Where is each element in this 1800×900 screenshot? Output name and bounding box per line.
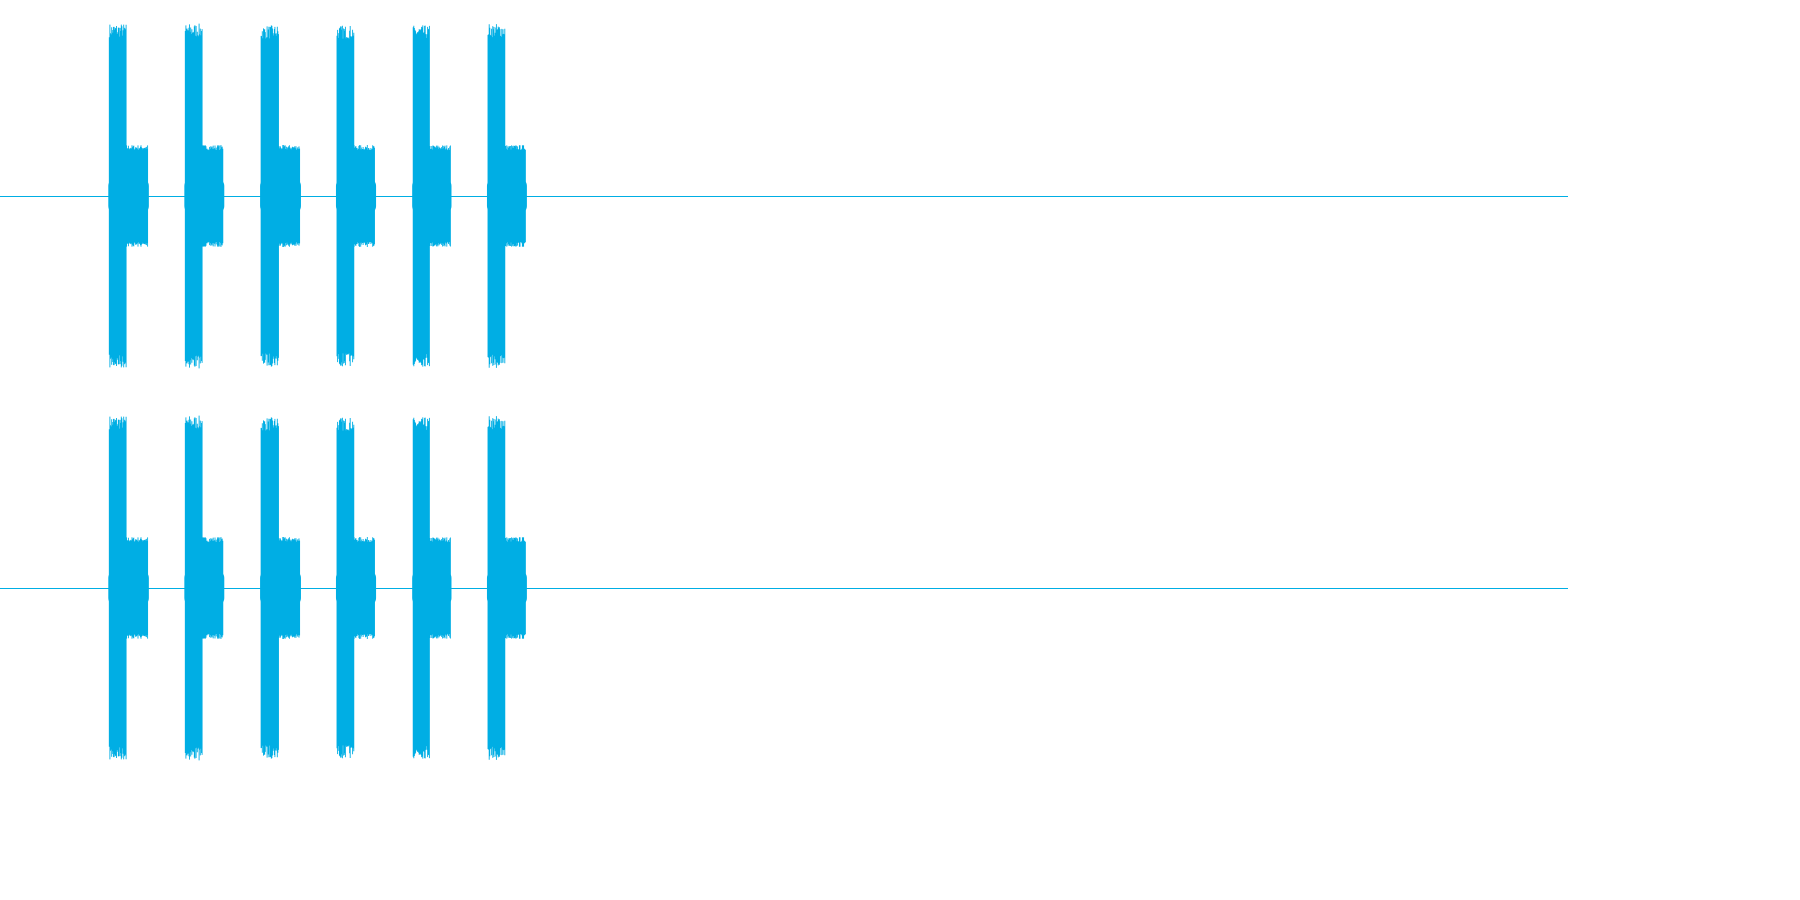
channel-2-waveform <box>0 415 1568 761</box>
channel-2-burst-6 <box>486 416 527 760</box>
channel-1-burst-1 <box>108 24 149 368</box>
channel-1-burst-3-core <box>260 178 301 214</box>
channel-2-burst-5-core <box>412 570 452 606</box>
channel-1-burst-4 <box>335 25 377 367</box>
channel-2-burst-1 <box>108 416 149 760</box>
channel-1-burst-1-core <box>108 178 149 214</box>
channel-2-burst-1-core <box>108 570 149 606</box>
channel-2-burst-5 <box>412 417 452 759</box>
waveform-view <box>0 23 1568 761</box>
channel-2-burst-2-core <box>184 570 225 606</box>
channel-1-burst-2 <box>184 23 225 369</box>
channel-1-burst-4-core <box>335 178 377 214</box>
waveform-svg <box>0 23 1568 761</box>
channel-2-burst-2 <box>184 415 225 761</box>
channel-1-burst-3 <box>260 25 301 367</box>
channel-1-waveform <box>0 23 1568 369</box>
channel-1-burst-5-core <box>412 178 452 214</box>
channel-2-burst-4 <box>335 417 377 759</box>
channel-1-burst-2-core <box>184 178 225 214</box>
channel-2-burst-6-core <box>486 570 527 606</box>
channel-2-burst-3 <box>260 417 301 759</box>
channel-1-burst-6-core <box>486 178 527 214</box>
channel-1-burst-5 <box>412 25 452 367</box>
channel-2-burst-4-core <box>335 570 377 606</box>
channel-1-burst-6 <box>486 24 527 368</box>
channel-2-burst-3-core <box>260 570 301 606</box>
